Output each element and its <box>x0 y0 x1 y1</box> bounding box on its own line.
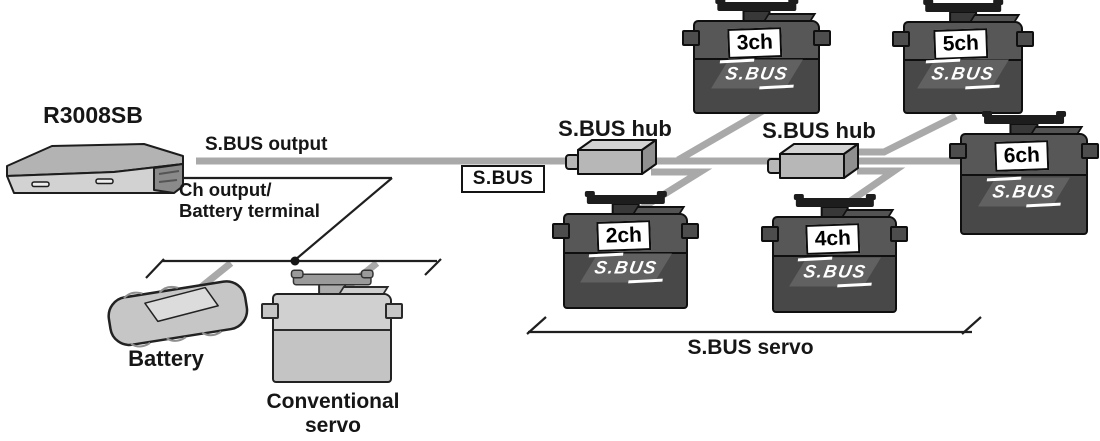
servo-3ch: 3ch S.BUS <box>682 0 831 116</box>
servo-mount-tab <box>681 223 699 239</box>
bracket-sbus-servo-tick-left <box>526 316 547 335</box>
conventional-servo-label-line1: Conventional <box>266 390 400 413</box>
ch-output-line1: Ch output/ <box>179 179 272 200</box>
conventional-servo-label-line2: servo <box>304 413 362 437</box>
sbus-logo: S.BUS <box>932 64 995 85</box>
sbus-servo-group-label: S.BUS servo <box>687 336 814 359</box>
servo-horn <box>292 271 372 284</box>
servo-horn <box>714 0 799 11</box>
servo-body <box>960 133 1088 235</box>
sbus-logo: S.BUS <box>993 181 1056 202</box>
hub-side <box>843 143 859 179</box>
channel-label: 2ch <box>595 220 651 252</box>
bracket-battery-tick-right <box>424 258 442 276</box>
sbus-logo: S.BUS <box>803 261 866 282</box>
receiver-label: R3008SB <box>43 102 143 128</box>
receiver-slot <box>31 181 50 188</box>
hub-body <box>779 153 845 179</box>
conventional-servo-illustration <box>261 271 403 385</box>
battery-label-sticker <box>144 286 219 323</box>
battery-label: Battery <box>128 346 204 371</box>
sbus-hub-1-label: S.BUS hub <box>558 116 672 141</box>
sbus-logo: S.BUS <box>594 258 657 279</box>
ch-output-label: Ch output/ Battery terminal <box>179 179 320 221</box>
hub-side <box>641 139 657 175</box>
junction-dot <box>290 256 300 266</box>
wire-ch-output-diagonal <box>294 177 393 261</box>
servo-mount-tab <box>949 143 967 159</box>
servo-body <box>272 293 392 383</box>
servo-5ch: 5ch S.BUS <box>892 0 1034 116</box>
channel-label: 4ch <box>804 223 860 255</box>
servo-mount-tab <box>261 303 279 319</box>
servo-mount-tab <box>892 31 910 47</box>
channel-label: 3ch <box>726 27 782 59</box>
ch-output-line2: Battery terminal <box>179 199 320 221</box>
servo-mount-tab <box>890 226 908 242</box>
servo-6ch: 6ch S.BUS <box>949 111 1099 237</box>
servo-mount-tab <box>385 303 403 319</box>
servo-2ch: 2ch S.BUS <box>552 191 699 311</box>
sbus-output-label: S.BUS output <box>205 134 328 155</box>
servo-mount-tab <box>813 30 831 46</box>
servo-mount-tab <box>682 30 700 46</box>
wire-hub2-5ch <box>858 112 958 156</box>
servo-horn <box>793 194 876 207</box>
conventional-servo-label: Conventional servo <box>253 390 413 437</box>
sbus-logo: S.BUS <box>725 63 788 84</box>
servo-4ch: 4ch S.BUS <box>761 194 908 315</box>
wire-hub1-3ch <box>676 105 768 164</box>
hub-body <box>577 149 643 175</box>
channel-label: 5ch <box>933 28 989 60</box>
sbus-hub-2-label: S.BUS hub <box>762 118 876 143</box>
receiver-slot <box>95 178 114 185</box>
sbus-signal-tag: S.BUS <box>461 165 545 193</box>
battery-illustration <box>107 280 249 348</box>
bracket-sbus-servo-tick-right <box>961 316 982 335</box>
servo-horn <box>584 191 667 204</box>
sbus-hub-1-illustration <box>565 139 657 175</box>
sbus-hub-2-illustration <box>767 143 859 179</box>
receiver-illustration <box>6 143 184 194</box>
channel-label: 6ch <box>994 140 1050 172</box>
servo-mount-tab <box>552 223 570 239</box>
servo-horn <box>982 111 1066 124</box>
servo-horn <box>923 0 1003 12</box>
servo-mount-tab <box>761 226 779 242</box>
servo-mount-tab <box>1016 31 1034 47</box>
bracket-battery-tick-left <box>145 258 165 279</box>
servo-mount-tab <box>1081 143 1099 159</box>
